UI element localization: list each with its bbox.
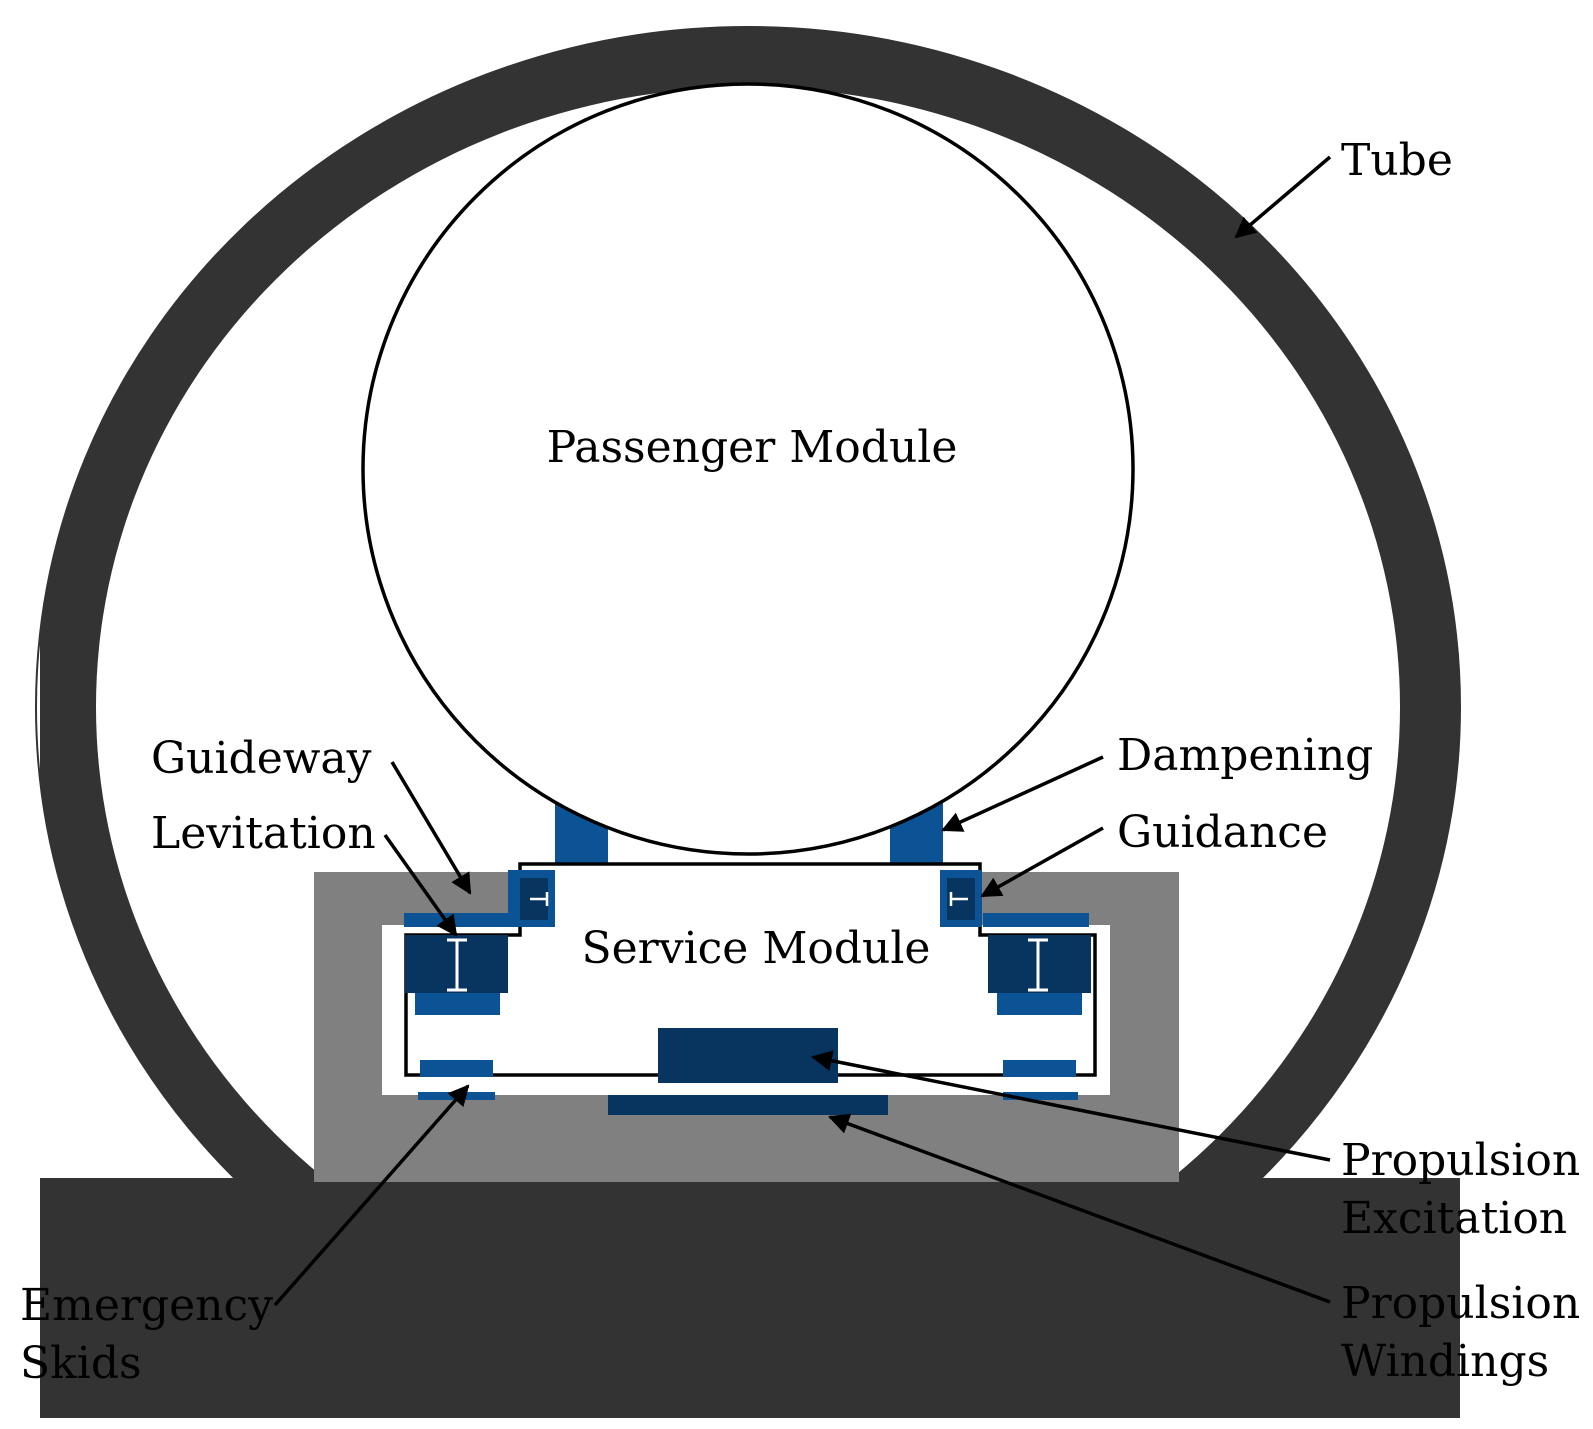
guidance-right — [940, 870, 1089, 927]
propulsion-windings-leader — [828, 1113, 1331, 1304]
propulsion-excitation — [658, 1028, 838, 1083]
tube-leader — [1234, 155, 1332, 239]
levitation-leader — [383, 833, 458, 937]
service-module-label: Service Module — [582, 923, 931, 974]
levitation-right — [988, 935, 1091, 1015]
tube-base-mask — [0, 1178, 40, 1429]
levitation-left — [405, 935, 508, 1015]
propulsion-excitation-leader — [810, 1050, 1331, 1162]
guidance-label: Guidance — [1117, 807, 1328, 858]
propulsion-windings — [608, 1095, 888, 1115]
passenger-module — [361, 82, 1135, 856]
propulsion-excitation-label-line1: Propulsion — [1341, 1135, 1580, 1186]
dampening-leader — [941, 755, 1104, 832]
passenger-module-label: Passenger Module — [547, 422, 958, 473]
propulsion-excitation-label-line2: Excitation — [1341, 1193, 1567, 1244]
emergency-skids-leader — [273, 1084, 470, 1307]
levitation-label: Levitation — [151, 808, 376, 859]
dampening-label: Dampening — [1117, 730, 1373, 781]
emergency-skids-label-line1: Emergency — [20, 1280, 273, 1331]
emergency-skids-label-line2: Skids — [20, 1338, 142, 1389]
tube-label: Tube — [1341, 135, 1453, 186]
guideway-leader — [390, 761, 472, 895]
guidance-leader — [980, 826, 1104, 898]
emergency-skids-right — [1003, 1060, 1078, 1100]
propulsion-windings-label-line2: Windings — [1341, 1336, 1549, 1387]
propulsion-windings-label-line1: Propulsion — [1341, 1278, 1580, 1329]
guideway-label: Guideway — [151, 733, 372, 784]
